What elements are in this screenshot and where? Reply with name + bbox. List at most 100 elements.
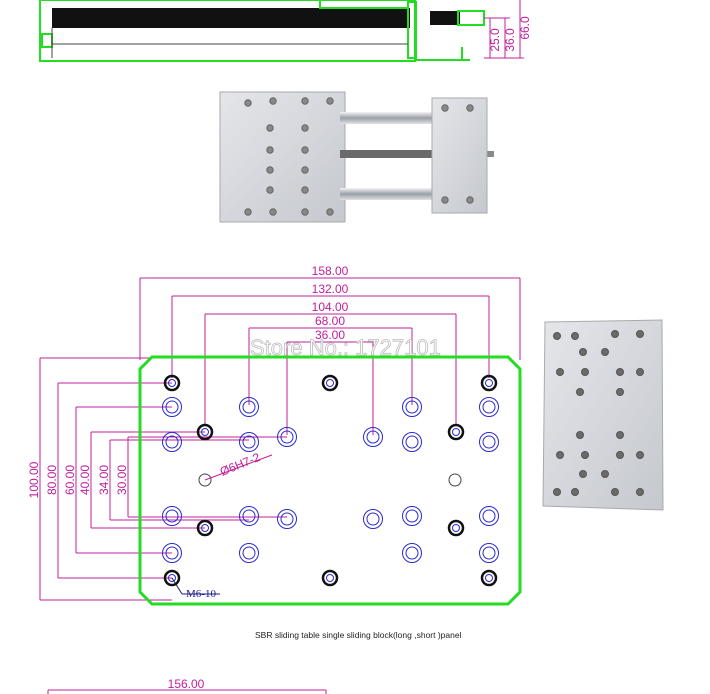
photo-hole (301, 146, 309, 154)
photo-panel-hole (616, 451, 624, 459)
photo-rail-rod-bottom (340, 188, 440, 200)
photo-end-block (431, 97, 488, 214)
shaft-outline (457, 10, 485, 26)
photo-panel-hole (616, 431, 624, 439)
tapped-hole-core (168, 379, 176, 387)
countersunk-hole-outer (402, 397, 422, 417)
photo-hole (326, 97, 334, 105)
photo-hole (301, 124, 309, 132)
countersunk-hole-outer (239, 543, 259, 563)
bore-hole-right (448, 473, 462, 487)
top-side-view-drawing: 25.0 36.0 66.0 (39, 0, 532, 62)
photo-panel-hole (611, 330, 619, 338)
plate-outline (138, 355, 522, 606)
photo-hole (466, 196, 474, 204)
tapped-hole-core (452, 524, 460, 532)
dim-25: 25.0 (488, 28, 502, 52)
countersunk-hole-outer (479, 397, 499, 417)
photo-panel-hole (581, 451, 589, 459)
photo-hole (244, 208, 252, 216)
photo-hole (269, 97, 277, 105)
photo-hole (441, 196, 449, 204)
end-block-outline (41, 33, 53, 48)
dim-132: 132.00 (312, 282, 349, 296)
photo-hole (266, 124, 274, 132)
countersunk-hole-inner (405, 400, 419, 414)
bearing-block-outline (407, 1, 417, 59)
countersunk-hole-inner (165, 509, 179, 523)
tapped-hole-core (201, 428, 209, 436)
dim-100: 100.00 (27, 461, 41, 498)
photo-panel-hole (616, 388, 624, 396)
tapped-hole (196, 423, 214, 441)
tapped-hole-core (326, 379, 334, 387)
photo-hole (269, 208, 277, 216)
panel-photo (542, 319, 664, 511)
dim-68: 68.00 (315, 314, 345, 328)
tapped-hole (447, 519, 465, 537)
photo-panel-hole (553, 488, 561, 496)
photo-panel-hole (576, 388, 584, 396)
photo-panel-hole (636, 451, 644, 459)
tapped-hole-core (168, 574, 176, 582)
tapped-hole (447, 423, 465, 441)
countersunk-hole-inner (242, 546, 256, 560)
photo-panel-hole (571, 332, 579, 340)
photo-panel-hole (571, 488, 579, 496)
countersunk-hole-outer (402, 543, 422, 563)
photo-carriage-plate (219, 91, 346, 223)
tapped-hole (196, 519, 214, 537)
tapped-hole (480, 569, 498, 587)
tapped-hole-core (452, 428, 460, 436)
tapped-hole (163, 374, 181, 392)
countersunk-hole-inner (482, 400, 496, 414)
photo-panel-hole (579, 348, 587, 356)
dim-40: 40.00 (78, 465, 92, 495)
shaft-end (430, 11, 460, 25)
bore-hole-left (198, 473, 212, 487)
dim-60: 60.00 (63, 465, 77, 495)
photo-hole (301, 166, 309, 174)
countersunk-hole-inner (366, 512, 380, 526)
countersunk-hole-outer (363, 427, 383, 447)
dim-66: 66.0 (518, 16, 532, 40)
dim-36: 36.00 (315, 328, 345, 342)
tapped-hole-core (326, 574, 334, 582)
ballscrew-body (52, 8, 410, 28)
countersunk-hole-outer (239, 397, 259, 417)
countersunk-hole-outer (239, 506, 259, 526)
photo-panel-hole (636, 368, 644, 376)
countersunk-hole-inner (280, 430, 294, 444)
photo-hole (326, 208, 334, 216)
photo-hole (301, 186, 309, 194)
countersunk-hole-inner (242, 400, 256, 414)
photo-panel-hole (616, 368, 624, 376)
photo-panel-hole (601, 348, 609, 356)
photo-panel-hole (636, 488, 644, 496)
dim-80: 80.00 (45, 465, 59, 495)
photo-hole (301, 97, 309, 105)
photo-rail-rod-top (340, 112, 440, 124)
dim-30: 30.00 (115, 465, 129, 495)
countersunk-hole-outer (402, 432, 422, 452)
countersunk-hole-outer (479, 432, 499, 452)
tapped-hole (163, 569, 181, 587)
tapped-hole-core (485, 574, 493, 582)
bottom-drawing: 156.00 (47, 677, 327, 694)
countersunk-hole-outer (363, 509, 383, 529)
tapped-hole (480, 374, 498, 392)
carriage-outline (319, 0, 409, 9)
countersunk-hole-inner (482, 546, 496, 560)
dim-158: 158.00 (312, 264, 349, 278)
photo-hole (266, 186, 274, 194)
countersunk-hole-inner (280, 512, 294, 526)
sliding-table-photo (219, 91, 494, 223)
countersunk-hole-outer (162, 506, 182, 526)
countersunk-hole-inner (405, 435, 419, 449)
countersunk-hole-outer (479, 543, 499, 563)
tapped-hole-core (485, 379, 493, 387)
countersunk-hole-inner (366, 430, 380, 444)
photo-panel-hole (581, 368, 589, 376)
countersunk-hole-inner (482, 435, 496, 449)
